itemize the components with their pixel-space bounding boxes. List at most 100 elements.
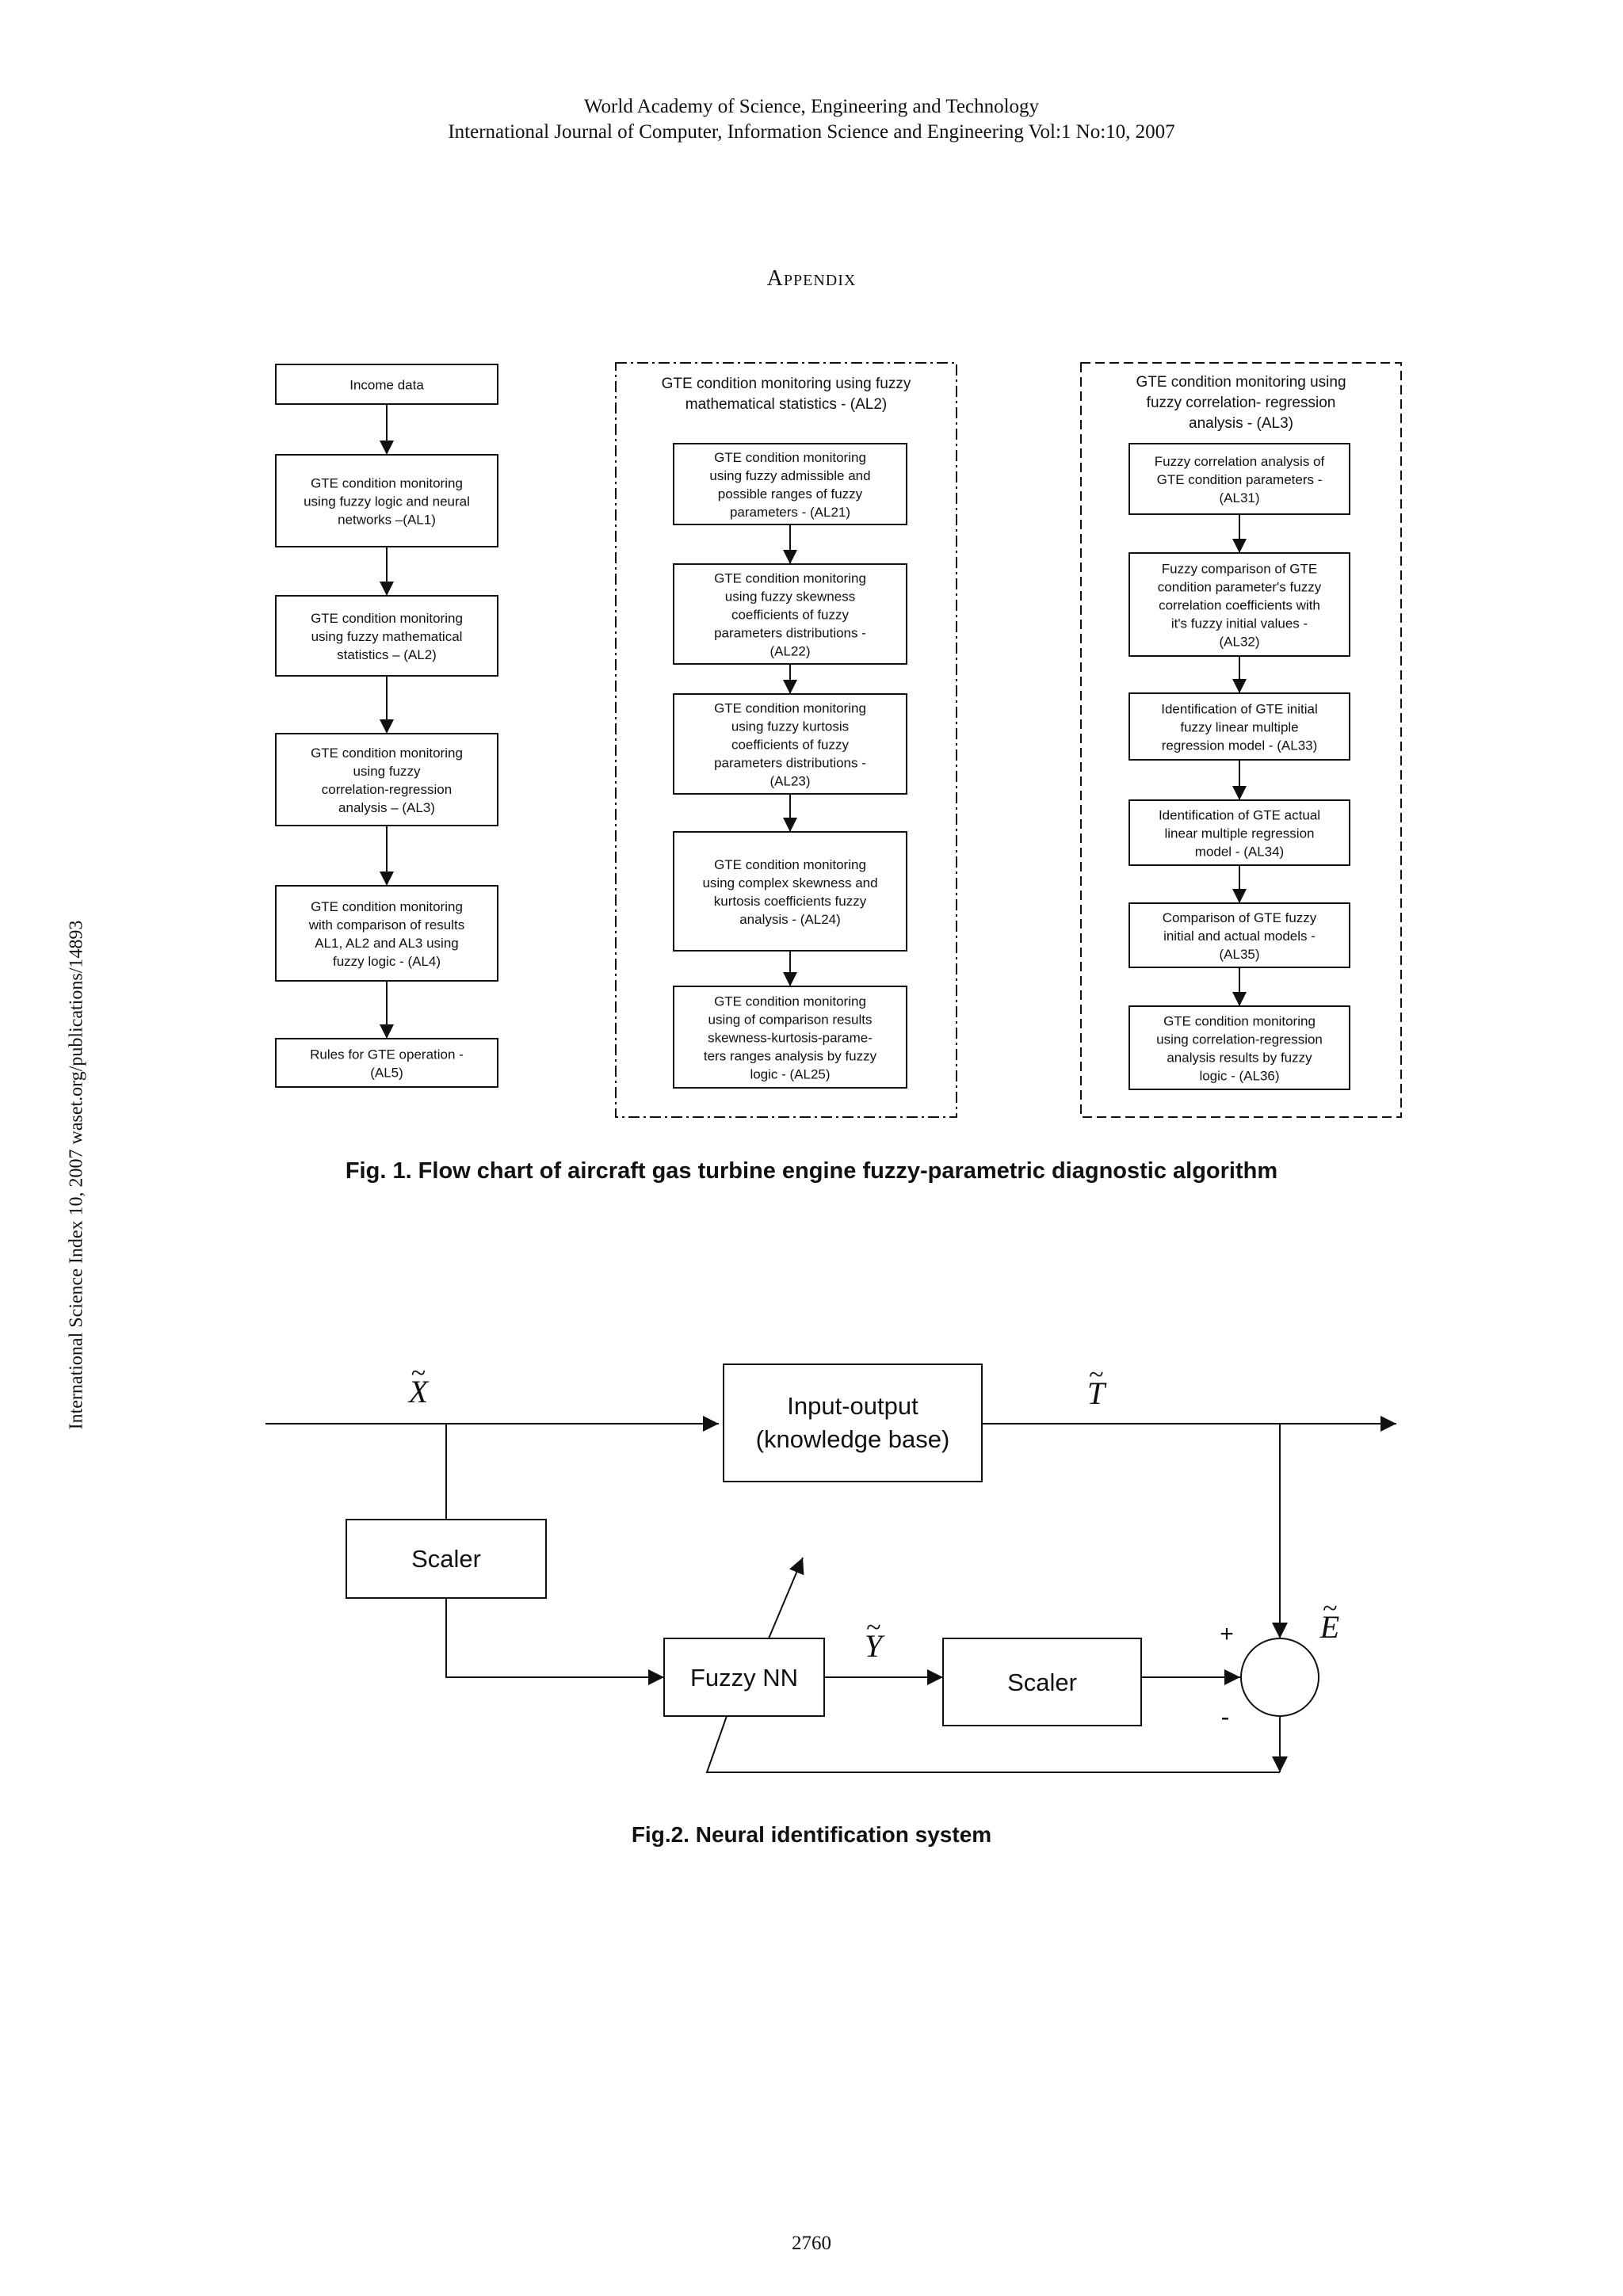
fig1-caption: Fig. 1. Flow chart of aircraft gas turbi… [345,1158,1278,1184]
col2-box-text: logic - (AL25) [750,1066,830,1081]
col2-box-text: coefficients of fuzzy [731,607,850,622]
col3-box-text: condition parameter's fuzzy [1158,579,1322,594]
col2-box-text: GTE condition monitoring [714,570,866,585]
minus-sign: - [1221,1703,1230,1731]
col3-box-rect [1128,692,1350,761]
col3-box-text: model - (AL34) [1195,844,1284,859]
fig2-caption: Fig.2. Neural identification system [631,1822,992,1847]
col1-box-text: using fuzzy logic and neural [304,494,470,509]
error-tilde: ~ [1323,1594,1337,1623]
journal-header-line2: International Journal of Computer, Infor… [448,121,1175,143]
nn-output-tilde: ~ [866,1613,880,1642]
col2-box-text: using of comparison results [708,1012,873,1027]
col1-box-text: GTE condition monitoring [311,475,463,490]
col2-box-text: using complex skewness and [702,875,877,891]
col2-box-5: GTE condition monitoring using of compari… [673,986,907,1089]
col3-box-text: it's fuzzy initial values - [1171,616,1308,631]
col1-box-text: fuzzy logic - (AL4) [333,954,441,969]
col2-box-text: GTE condition monitoring [714,700,866,715]
col1-box-text: analysis – (AL3) [338,800,435,815]
col2-box-text: kurtosis coefficients fuzzy [714,894,867,909]
journal-header-line1: World Academy of Science, Engineering an… [583,96,1040,117]
col3-box-text: Fuzzy comparison of GTE [1162,561,1318,576]
error-e-label: E [1319,1609,1339,1645]
col2-box-text: parameters distributions - [714,755,866,770]
col3-box-text: correlation coefficients with [1159,597,1320,612]
col2-box-text: analysis - (AL24) [739,912,841,927]
frame-title-line: mathematical statistics - (AL2) [685,396,887,413]
frame-title-line: GTE condition monitoring using [1136,374,1346,391]
col1-box-text: with comparison of results [308,917,465,933]
input-tilde: ~ [411,1359,426,1388]
left-scaler-box [346,1519,547,1599]
col2-box-text: possible ranges of fuzzy [718,486,863,502]
col1-box-text: GTE condition monitoring [311,899,463,914]
col3-box-text: regression model - (AL33) [1162,738,1318,753]
col1-box-rect [275,733,498,826]
col3-box-4: Identification of GTE actual linear multi… [1128,799,1350,866]
col1-box-text: Income data [349,377,424,392]
col3-box-text: initial and actual models - [1163,929,1316,944]
col3-box-text: (AL31) [1219,490,1259,505]
col2-box-text: using fuzzy kurtosis [731,719,849,734]
col2-box-text: coefficients of fuzzy [731,737,850,752]
col1-box-6: Rules for GTE operation -(AL5) [275,1038,498,1088]
frame-title-line: GTE condition monitoring using fuzzy [662,376,911,392]
neural-identification-figure: Input-output (knowledge base) Scaler Fuz… [265,1359,1396,1773]
col1-box-text: Rules for GTE operation - [310,1047,464,1062]
right-scaler-label: Scaler [1007,1669,1077,1696]
col1-box-rect [275,364,498,405]
col3-box-text: logic - (AL36) [1199,1068,1279,1083]
fuzzy-nn-box [663,1638,825,1717]
col2-box-text: parameters distributions - [714,625,866,640]
col3-box-text: (AL35) [1219,947,1259,962]
col1-box-text: AL1, AL2 and AL3 using [315,936,459,951]
col2-box-rect [673,443,907,525]
col3-box-rect [1128,1005,1350,1090]
frame-title-line: analysis - (AL3) [1189,415,1293,432]
col2-box-text: (AL23) [769,773,810,788]
col2-box-text: using fuzzy admissible and [709,468,870,483]
col1-box-text: statistics – (AL2) [337,647,437,662]
col1-box-1: Income data [275,364,498,405]
col1-box-rect [275,595,498,677]
frame-al2-title: GTE condition monitoring using fuzzy math… [662,376,911,413]
col1-box-text: using fuzzy [353,764,421,779]
frame-al2 [615,362,957,1118]
col2-box-text: GTE condition monitoring [714,450,866,465]
col1-box-text: correlation-regression [322,782,452,797]
col2-box-rect [673,693,907,795]
col2-box-text: skewness-kurtosis-parame- [708,1030,873,1045]
col3-box-text: Identification of GTE initial [1161,701,1317,716]
col2-box-text: parameters - (AL21) [730,505,850,520]
col3-box-text: (AL32) [1219,634,1259,649]
col3-box-3: Identification of GTE initial fuzzy linea… [1128,692,1350,761]
frame-al3 [1080,362,1402,1118]
col3-box-text: GTE condition monitoring [1163,1013,1316,1028]
col2-box-text: (AL22) [769,643,810,658]
col3-box-text: Identification of GTE actual [1159,807,1320,822]
col3-box-text: linear multiple regression [1165,826,1315,841]
frame-title-line: fuzzy correlation- regression [1147,395,1336,411]
col2-box-text: ters ranges analysis by fuzzy [704,1048,877,1063]
col3-box-rect [1128,443,1350,515]
col3-box-rect [1128,552,1350,657]
left-scaler-label: Scaler [411,1545,481,1573]
col2-box-4: GTE condition monitoring using complex sk… [673,831,907,952]
appendix-title: Appendix [766,266,857,291]
col2-box-text: GTE condition monitoring [714,994,866,1009]
col3-box-text: analysis results by fuzzy [1167,1050,1312,1065]
col2-box-rect [673,831,907,952]
col1-box-5: GTE condition monitoring with comparison … [275,885,498,982]
output-t-label: T [1087,1375,1107,1411]
col2-box-text: GTE condition monitoring [714,857,866,872]
knowledge-base-box [723,1363,983,1482]
col3-box-text: fuzzy linear multiple [1180,719,1298,734]
input-x-label: X [407,1374,430,1409]
col2-box-3: GTE condition monitoring using fuzzy kurt… [673,693,907,795]
col1-box-2: GTE condition monitoring using fuzzy logi… [275,454,498,547]
col3-box-text: Fuzzy correlation analysis of [1155,454,1325,469]
